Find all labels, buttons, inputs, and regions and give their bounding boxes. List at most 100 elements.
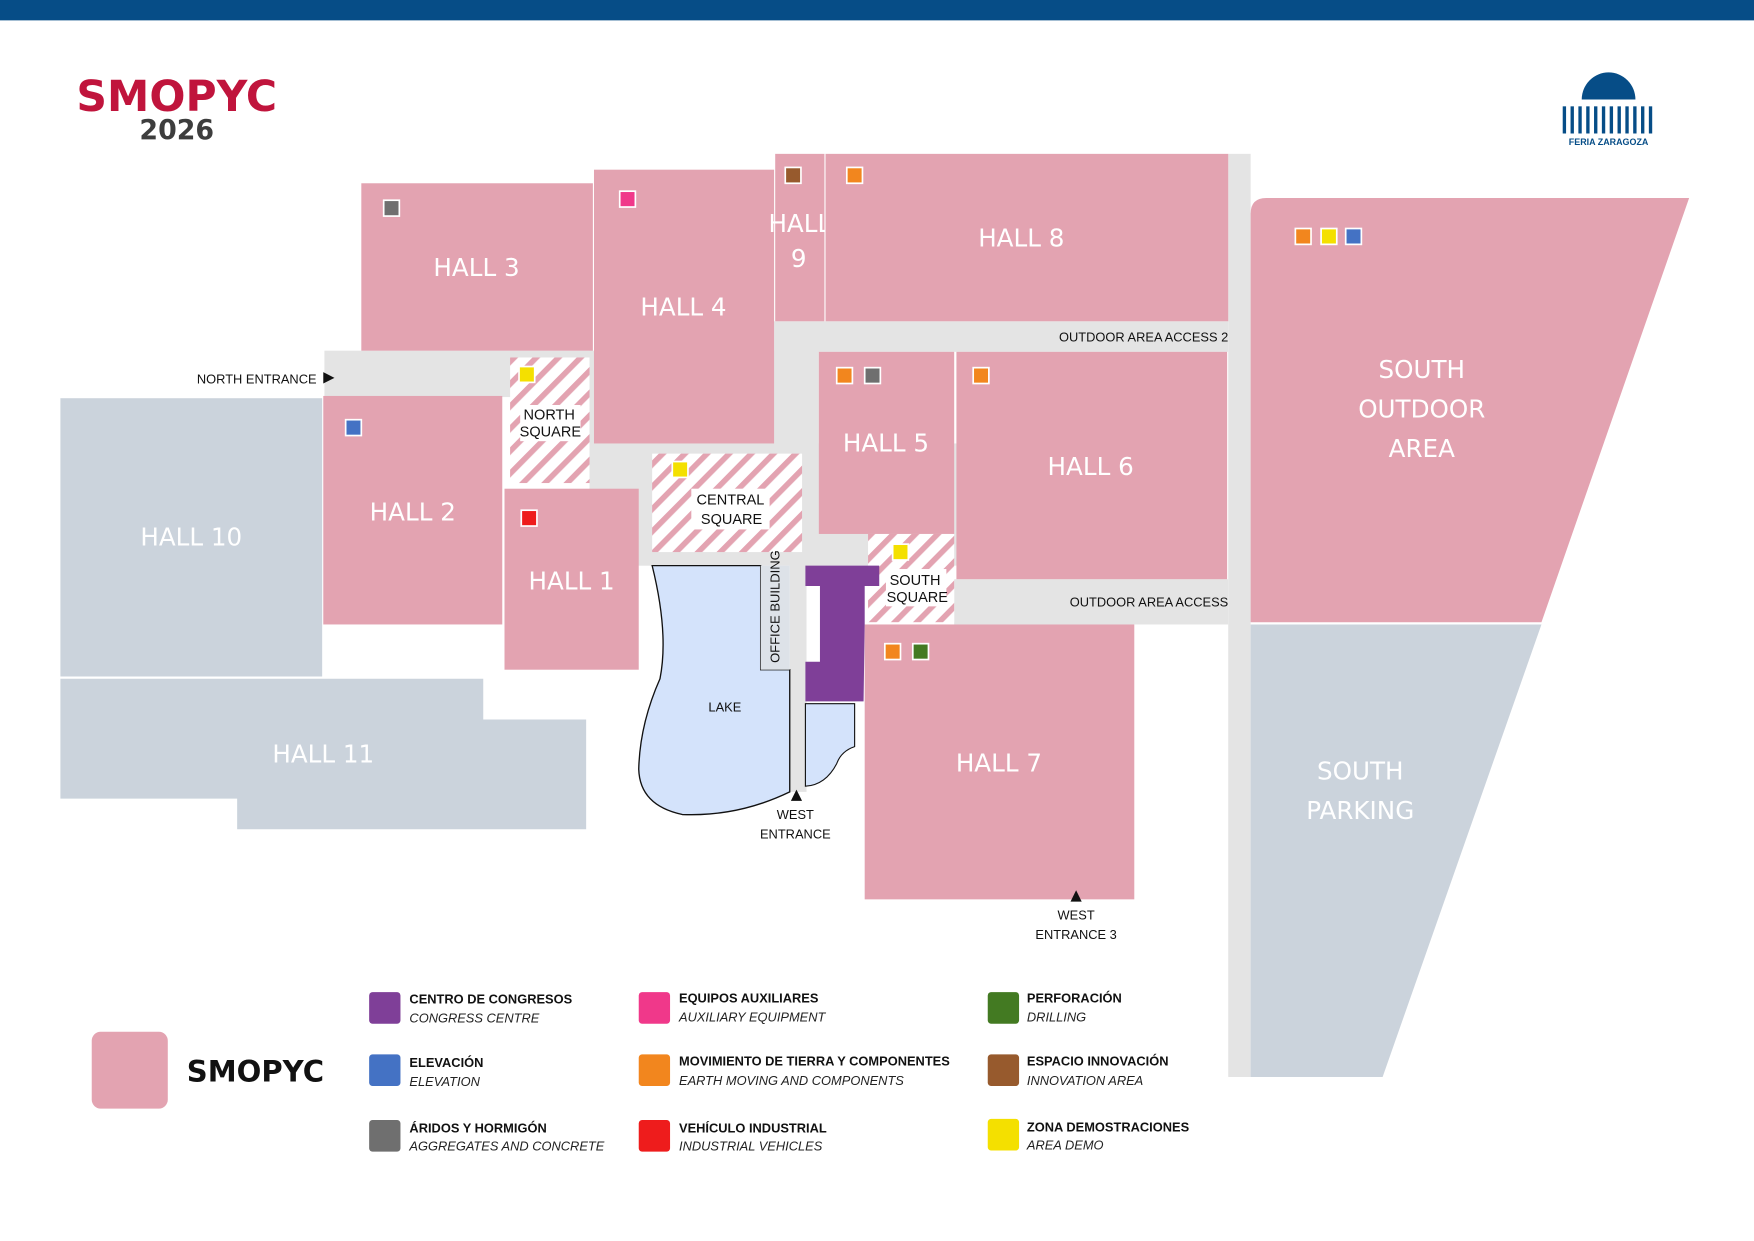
marker-demo <box>518 365 536 384</box>
svg-text:9: 9 <box>791 244 807 273</box>
svg-text:LAKE: LAKE <box>708 699 741 714</box>
hall-10[interactable]: HALL 10 <box>60 398 323 677</box>
marker-elevation <box>344 418 363 437</box>
svg-text:ELEVACIÓN: ELEVACIÓN <box>409 1055 483 1070</box>
office-building[interactable]: OFFICE BUILDING <box>760 550 790 670</box>
north-entrance[interactable]: NORTH ENTRANCE <box>197 371 335 387</box>
svg-text:ENTRANCE: ENTRANCE <box>760 826 831 841</box>
svg-text:OUTDOOR: OUTDOOR <box>1358 394 1485 423</box>
svg-text:HALL 11: HALL 11 <box>272 739 374 768</box>
legend-item-demo: ZONA DEMOSTRACIONES AREA DEMO <box>987 1118 1190 1152</box>
svg-text:PARKING: PARKING <box>1306 796 1414 825</box>
svg-text:OFFICE BUILDING: OFFICE BUILDING <box>768 550 783 663</box>
svg-text:AREA: AREA <box>1389 434 1455 463</box>
svg-text:SOUTH: SOUTH <box>1379 355 1465 384</box>
legend: SMOPYC CENTRO DE CONGRESOS CONGRESS CENTR… <box>91 990 1190 1154</box>
svg-text:AUXILIARY EQUIPMENT: AUXILIARY EQUIPMENT <box>678 1009 826 1024</box>
sector-markers <box>344 166 1363 661</box>
svg-text:SQUARE: SQUARE <box>701 512 763 528</box>
svg-text:HALL 10: HALL 10 <box>140 522 242 551</box>
south-parking[interactable]: SOUTH PARKING <box>1250 624 1542 1077</box>
svg-text:INDUSTRIAL VEHICLES: INDUSTRIAL VEHICLES <box>679 1138 823 1153</box>
svg-text:VEHÍCULO INDUSTRIAL: VEHÍCULO INDUSTRIAL <box>679 1120 827 1135</box>
marker-aggregates <box>863 366 882 385</box>
legend-item-earth-moving: MOVIMIENTO DE TIERRA Y COMPONENTES EARTH … <box>638 1054 950 1088</box>
svg-text:ESPACIO INNOVACIÓN: ESPACIO INNOVACIÓN <box>1027 1054 1169 1069</box>
legend-item-aggregates: ÁRIDOS Y HORMIGÓN AGGREGATES AND CONCRETE <box>369 1119 605 1154</box>
svg-text:ZONA DEMOSTRACIONES: ZONA DEMOSTRACIONES <box>1027 1119 1190 1134</box>
svg-text:HALL 2: HALL 2 <box>370 497 456 526</box>
svg-text:ÁRIDOS Y HORMIGÓN: ÁRIDOS Y HORMIGÓN <box>409 1120 546 1135</box>
svg-text:HALL 3: HALL 3 <box>433 253 519 282</box>
svg-text:EQUIPOS AUXILIARES: EQUIPOS AUXILIARES <box>679 990 819 1005</box>
outdoor-area-access: OUTDOOR AREA ACCESS <box>1070 594 1229 609</box>
marker-aggregates <box>382 199 401 217</box>
hall-7[interactable]: HALL 7 <box>864 624 1135 900</box>
marker-industrial <box>520 509 538 527</box>
lake: LAKE <box>638 564 856 816</box>
svg-text:HALL 4: HALL 4 <box>640 292 726 321</box>
svg-text:NORTH: NORTH <box>524 408 575 424</box>
arrow-right-icon <box>323 372 335 384</box>
svg-text:PERFORACIÓN: PERFORACIÓN <box>1027 990 1122 1005</box>
marker-innovation <box>784 166 802 185</box>
feria-zaragoza-logo: FERIA ZARAGOZA <box>1562 72 1653 147</box>
svg-text:WEST: WEST <box>1058 908 1095 923</box>
svg-text:AREA DEMO: AREA DEMO <box>1026 1137 1104 1152</box>
marker-earth-moving <box>883 642 902 661</box>
hall-4[interactable]: HALL 4 <box>593 169 775 444</box>
svg-text:MOVIMIENTO DE TIERRA Y COMPONE: MOVIMIENTO DE TIERRA Y COMPONENTES <box>679 1054 950 1069</box>
svg-text:EARTH MOVING AND COMPONENTS: EARTH MOVING AND COMPONENTS <box>679 1073 904 1088</box>
marker-elevation <box>1344 227 1363 246</box>
svg-text:CONGRESS CENTRE: CONGRESS CENTRE <box>409 1011 539 1026</box>
legend-item-elevation: ELEVACIÓN ELEVATION <box>369 1054 483 1089</box>
svg-text:SMOPYC: SMOPYC <box>76 72 277 122</box>
svg-text:SOUTH: SOUTH <box>1317 756 1403 785</box>
marker-earth-moving <box>835 366 854 385</box>
hall-9[interactable]: HALL 9 <box>768 153 831 322</box>
marker-demo <box>1320 227 1338 246</box>
svg-text:ELEVATION: ELEVATION <box>409 1074 480 1089</box>
marker-earth-moving <box>1294 227 1312 246</box>
south-outdoor-area[interactable]: SOUTH OUTDOOR AREA <box>1250 197 1690 623</box>
hall-11[interactable]: HALL 11 <box>60 678 587 830</box>
svg-text:AGGREGATES AND CONCRETE: AGGREGATES AND CONCRETE <box>408 1138 604 1153</box>
smopyc-logo: SMOPYC 2026 <box>76 72 277 147</box>
svg-text:SOUTH: SOUTH <box>890 573 941 589</box>
marker-demo <box>891 543 910 561</box>
svg-text:HALL 7: HALL 7 <box>956 748 1042 777</box>
svg-text:INNOVATION AREA: INNOVATION AREA <box>1027 1073 1143 1088</box>
hall-6[interactable]: HALL 6 <box>956 351 1228 580</box>
legend-item-industrial: VEHÍCULO INDUSTRIAL INDUSTRIAL VEHICLES <box>638 1119 827 1154</box>
svg-text:HALL: HALL <box>768 209 831 238</box>
svg-text:HALL 8: HALL 8 <box>978 223 1064 252</box>
legend-item-congress: CENTRO DE CONGRESOS CONGRESS CENTRE <box>369 991 573 1026</box>
legend-item-drilling: PERFORACIÓN DRILLING <box>987 990 1122 1025</box>
congress-centre[interactable] <box>805 565 880 702</box>
svg-text:ENTRANCE 3: ENTRANCE 3 <box>1035 927 1116 942</box>
west-entrance-3[interactable]: WEST ENTRANCE 3 <box>1035 890 1117 942</box>
outdoor-area-access-2: OUTDOOR AREA ACCESS 2 <box>1059 330 1228 345</box>
svg-text:CENTRAL: CENTRAL <box>697 492 765 508</box>
marker-auxiliary <box>618 190 637 208</box>
legend-smopyc-swatch <box>91 1031 168 1109</box>
arrow-up-icon <box>790 789 803 801</box>
hall-8[interactable]: HALL 8 <box>825 153 1229 322</box>
west-entrance[interactable]: WEST ENTRANCE <box>760 789 831 842</box>
svg-text:SQUARE: SQUARE <box>887 590 949 606</box>
marker-drilling <box>911 642 930 661</box>
legend-item-auxiliary: EQUIPOS AUXILIARES AUXILIARY EQUIPMENT <box>638 990 826 1025</box>
svg-text:FERIA ZARAGOZA: FERIA ZARAGOZA <box>1569 137 1649 147</box>
svg-text:DRILLING: DRILLING <box>1027 1009 1086 1024</box>
svg-text:WEST: WEST <box>777 807 814 822</box>
marker-earth-moving <box>845 166 864 185</box>
legend-smopyc-label: SMOPYC <box>187 1054 324 1088</box>
arrow-up-icon <box>1070 890 1082 902</box>
svg-text:HALL 6: HALL 6 <box>1048 452 1134 481</box>
svg-text:HALL 1: HALL 1 <box>529 566 615 595</box>
svg-text:2026: 2026 <box>139 115 214 146</box>
svg-text:NORTH ENTRANCE: NORTH ENTRANCE <box>197 371 317 386</box>
svg-text:CENTRO DE CONGRESOS: CENTRO DE CONGRESOS <box>409 991 572 1006</box>
